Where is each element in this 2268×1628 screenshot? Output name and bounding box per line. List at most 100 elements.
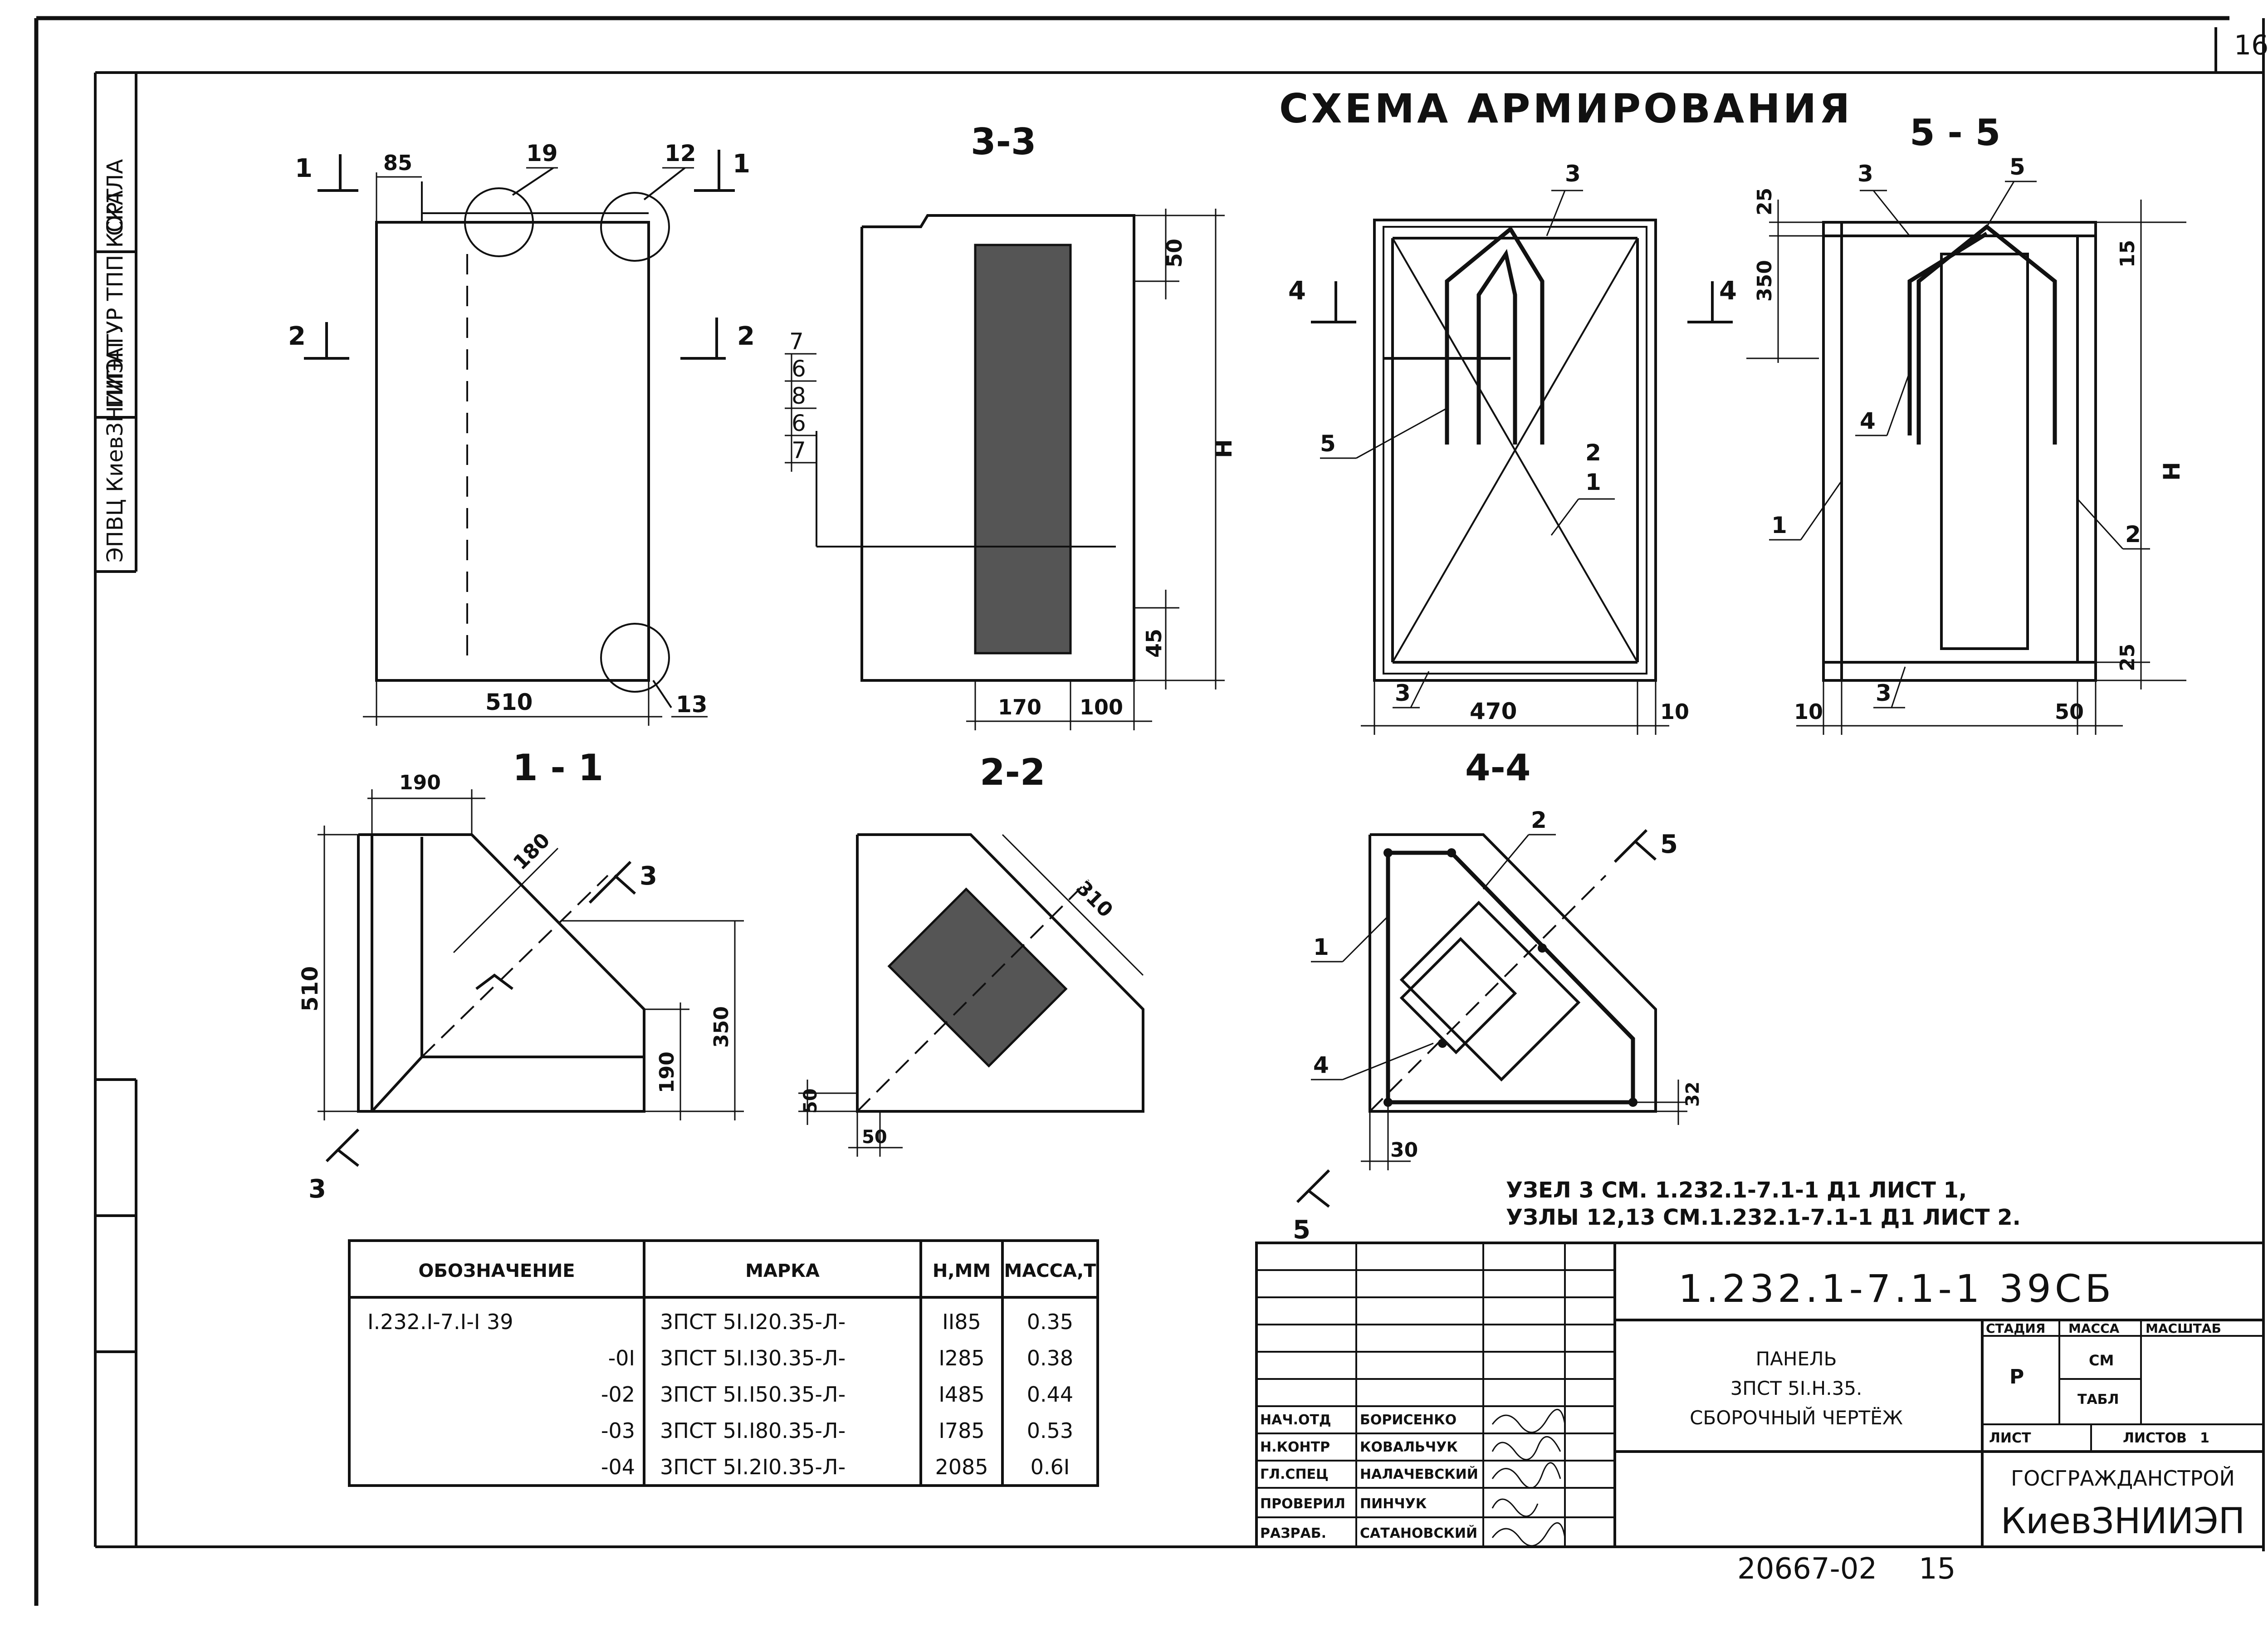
scale-header: МАСШТАБ — [2146, 1321, 2221, 1336]
spec-row-2-height: I285 — [938, 1346, 984, 1370]
s44-dim-32: 32 — [1682, 1081, 1703, 1107]
s44-dim-30: 30 — [1390, 1139, 1418, 1162]
layer-6-b: 6 — [792, 410, 806, 436]
stage-value: Р — [2009, 1365, 2024, 1388]
layer-7-bottom: 7 — [792, 437, 806, 464]
layer-7-top: 7 — [789, 328, 804, 355]
s11-dim-180: 180 — [509, 829, 555, 875]
doc-number: 20667-02 — [1737, 1552, 1877, 1586]
cut-3-upper: 3 — [640, 861, 657, 891]
mass-value-2: ТАБЛ — [2077, 1392, 2119, 1408]
s55-callout-4: 4 — [1860, 408, 1876, 434]
spec-row-5-designation: -04 — [601, 1455, 635, 1479]
s55-dim-50: 50 — [2055, 699, 2084, 724]
callout-circle-19 — [464, 187, 534, 257]
cut-1-right: 1 — [733, 149, 750, 179]
view4-callout-5: 5 — [1320, 430, 1336, 457]
note-line-2: УЗЛЫ 12,13 СМ.1.232.1-7.1-1 Д1 ЛИСТ 2. — [1506, 1205, 2021, 1230]
left-stamp-columns: ЭПВЦ КиевЗНИИЭП ГИПАТУР ТПП КОРТ СКАЛА — [95, 73, 137, 1547]
s55-callout-2: 2 — [2125, 521, 2141, 548]
layer-8: 8 — [792, 383, 806, 409]
section-3-3: 3-3 7 6 8 6 7 50 45 H 170 100 — [785, 121, 1237, 730]
hatched-insulation — [974, 244, 1072, 655]
spec-row-3-designation: -02 — [601, 1382, 635, 1407]
signer-role-4: ПРОВЕРИЛ — [1260, 1496, 1345, 1512]
stamp-tpp-kort: ГИПАТУР ТПП КОРТ — [103, 189, 128, 408]
spec-header-mark: МАРКА — [745, 1261, 820, 1281]
sheet-label: ЛИСТ — [1989, 1430, 2031, 1446]
spec-row-2-mark: 3ПСТ 5I.I30.35-Л- — [660, 1346, 846, 1370]
spec-row-4-mass: 0.53 — [1027, 1418, 1073, 1443]
s55-callout-1: 1 — [1771, 512, 1787, 538]
cut-3-lower: 3 — [308, 1174, 326, 1204]
s44-callout-1: 1 — [1313, 934, 1329, 960]
s55-callout-5: 5 — [2009, 154, 2025, 180]
spec-row-2-designation: -0I — [608, 1346, 635, 1370]
page-number: 163 — [2234, 29, 2268, 61]
hatched-insulation-2-2 — [887, 887, 1068, 1068]
s55-callout-3-bottom: 3 — [1876, 680, 1892, 706]
spec-row-4-mark: 3ПСТ 5I.I80.35-Л- — [660, 1418, 846, 1443]
section-1-1: 1 - 1 190 180 510 350 190 3 3 — [298, 747, 744, 1204]
signature-3 — [1491, 1462, 1561, 1489]
mass-header: МАССА — [2068, 1321, 2120, 1336]
s55-callout-3-top: 3 — [1857, 161, 1873, 187]
sheets-value: 1 — [2200, 1430, 2209, 1446]
dim-470: 470 — [1470, 698, 1517, 724]
signer-name-1: БОРИСЕНКО — [1360, 1412, 1457, 1428]
view4-callout-3-bottom: 3 — [1395, 680, 1411, 706]
signature-1 — [1491, 1409, 1566, 1433]
dim-10-view4: 10 — [1660, 699, 1689, 724]
s55-dim-25-bottom: 25 — [2116, 644, 2139, 671]
layer-6-a: 6 — [792, 356, 806, 382]
spec-row-1-height: II85 — [942, 1310, 981, 1334]
cut-2-right: 2 — [737, 322, 755, 351]
spec-row-1-designation: I.232.I-7.I-I 39 — [367, 1310, 513, 1334]
spec-row-5-mass: 0.6I — [1031, 1455, 1070, 1479]
spec-row-3-height: I485 — [938, 1382, 984, 1407]
section-label-1-1: 1 - 1 — [513, 747, 603, 789]
section-4-4: 4-4 2 1 4 30 32 5 5 — [1293, 747, 1703, 1245]
callout-19: 19 — [526, 140, 558, 166]
spec-row-4-designation: -03 — [601, 1418, 635, 1443]
product-name-3: СБОРОЧНЫЙ ЧЕРТЁЖ — [1690, 1406, 1903, 1429]
dim-45: 45 — [1142, 629, 1166, 658]
stamp-scale: СКАЛА — [103, 159, 128, 236]
note-line-1: УЗЕЛ 3 СМ. 1.232.1-7.1-1 Д1 ЛИСТ 1, — [1506, 1178, 1967, 1203]
cut-5-upper: 5 — [1660, 830, 1678, 859]
drawing-title: СХЕМА АРМИРОВАНИЯ — [1279, 85, 1853, 132]
section-label-2-2: 2-2 — [980, 751, 1046, 793]
cut-4-right: 4 — [1719, 276, 1737, 306]
s11-dim-190-top: 190 — [399, 771, 441, 794]
callout-13: 13 — [676, 691, 708, 718]
s55-dim-H: H — [2159, 462, 2185, 481]
doc-code: 1.232.1-7.1-1 39СБ — [1678, 1266, 2115, 1311]
section-label-5-5: 5 - 5 — [1910, 112, 2000, 154]
signature-4 — [1491, 1498, 1539, 1517]
product-name-2: 3ПСТ 5I.Н.35. — [1730, 1377, 1862, 1399]
front-view: 85 510 19 12 13 1 1 2 2 — [288, 140, 755, 726]
spec-row-3-mass: 0.44 — [1027, 1382, 1073, 1407]
s22-dim-50-left: 50 — [800, 1088, 821, 1114]
spec-header-mass: МАССА,Т — [1004, 1261, 1097, 1281]
s55-dim-25-top: 25 — [1753, 188, 1776, 215]
spec-row-5-mark: 3ПСТ 5I.2I0.35-Л- — [660, 1455, 846, 1479]
s11-dim-190-right: 190 — [655, 1051, 679, 1093]
signer-name-3: НАЛАЧЕВСКИЙ — [1360, 1466, 1478, 1482]
signer-role-2: Н.КОНТР — [1260, 1439, 1330, 1455]
dim-H-3-3: H — [1211, 439, 1237, 458]
section-5-5: 5 - 5 3 5 4 1 2 3 25 350 — [1746, 112, 2186, 735]
s44-callout-2: 2 — [1531, 807, 1547, 833]
spec-header-designation: ОБОЗНАЧЕНИЕ — [418, 1261, 575, 1281]
section-label-4-4: 4-4 — [1465, 747, 1531, 789]
stage-header: СТАДИЯ — [1986, 1321, 2045, 1336]
org-name-2: КиевЗНИИЭП — [2001, 1501, 2245, 1542]
spec-row-3-mark: 3ПСТ 5I.I50.35-Л- — [660, 1382, 846, 1407]
signer-role-1: НАЧ.ОТД — [1260, 1412, 1331, 1428]
org-name-1: ГОСГРАЖДАНСТРОЙ — [2011, 1466, 2235, 1491]
s11-dim-510: 510 — [298, 966, 323, 1012]
spec-row-5-height: 2085 — [935, 1455, 988, 1479]
view4-callout-3-top: 3 — [1565, 161, 1581, 187]
signer-name-4: ПИНЧУК — [1360, 1496, 1427, 1512]
s55-dim-10: 10 — [1794, 699, 1823, 724]
